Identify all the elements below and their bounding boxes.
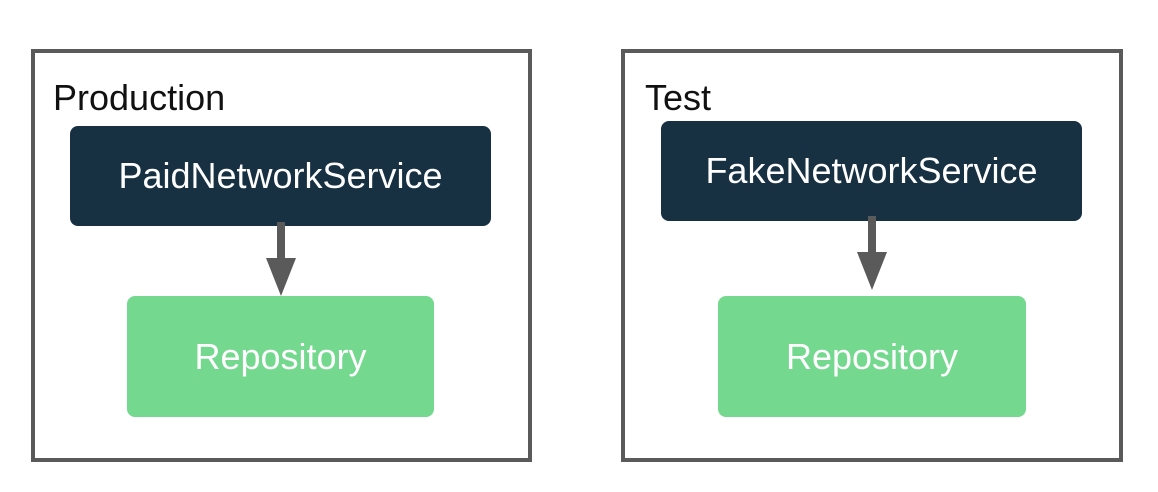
test-repository-label: Repository: [785, 335, 959, 377]
fake-network-service-box: FakeNetworkService: [661, 121, 1082, 221]
paid-network-service-box: PaidNetworkService: [70, 126, 491, 226]
test-title: Test: [645, 77, 712, 118]
test-dependency-arrow: [857, 216, 887, 290]
production-repository-label: Repository: [194, 335, 367, 377]
test-repository-box: Repository: [718, 296, 1026, 417]
production-dependency-arrow: [266, 222, 296, 296]
production-title: Production: [53, 77, 226, 118]
fake-network-service-label: FakeNetworkService: [705, 150, 1038, 191]
paid-network-service-label: PaidNetworkService: [118, 155, 443, 196]
production-repository-box: Repository: [127, 296, 434, 417]
